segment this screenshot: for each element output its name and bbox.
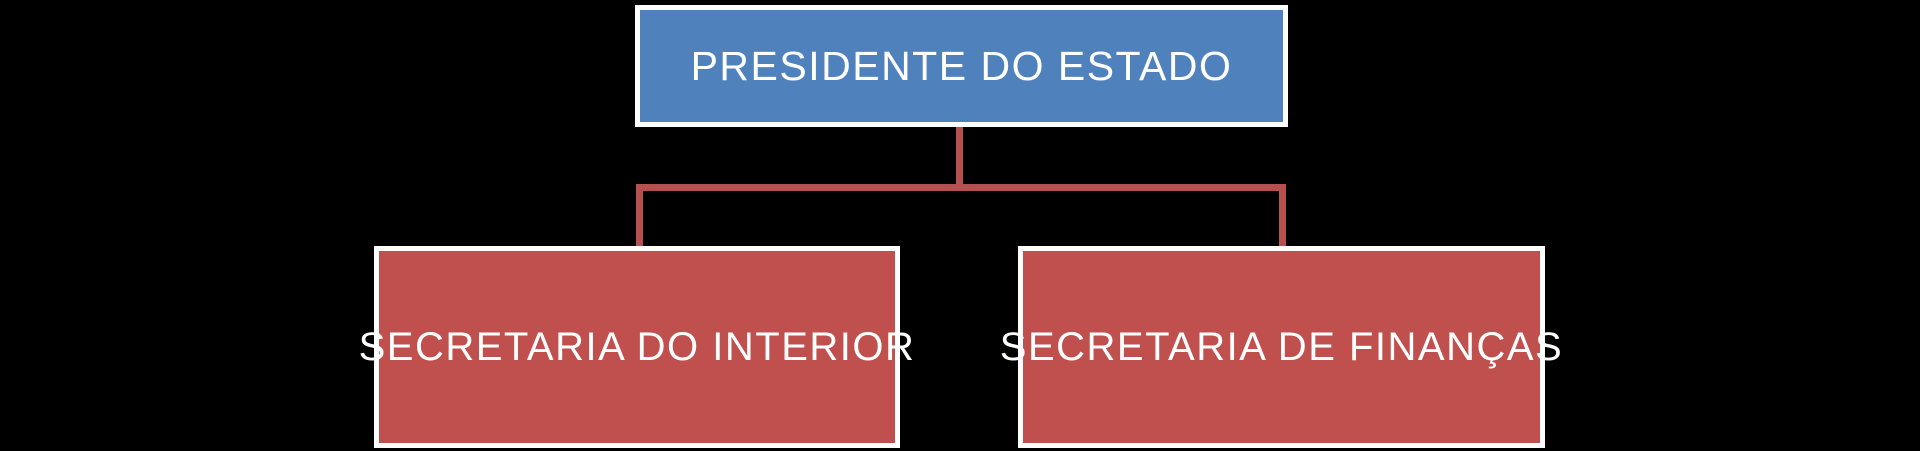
node-secretaria-de-financas: SECRETARIA DE FINANÇAS [1000, 246, 1562, 448]
node-presidente-label: PRESIDENTE DO ESTADO [690, 42, 1233, 89]
connector-drop-right [1279, 184, 1286, 246]
node-secretaria-interior-label: SECRETARIA DO INTERIOR [358, 325, 916, 369]
connector-drop-left [636, 184, 643, 246]
node-secretaria-do-interior: SECRETARIA DO INTERIOR [359, 246, 914, 448]
node-secretaria-financas-label: SECRETARIA DE FINANÇAS [999, 325, 1564, 369]
connector-root-stem [956, 127, 963, 191]
node-presidente-do-estado: PRESIDENTE DO ESTADO [635, 5, 1288, 127]
connector-horizontal-bar [636, 184, 1286, 191]
